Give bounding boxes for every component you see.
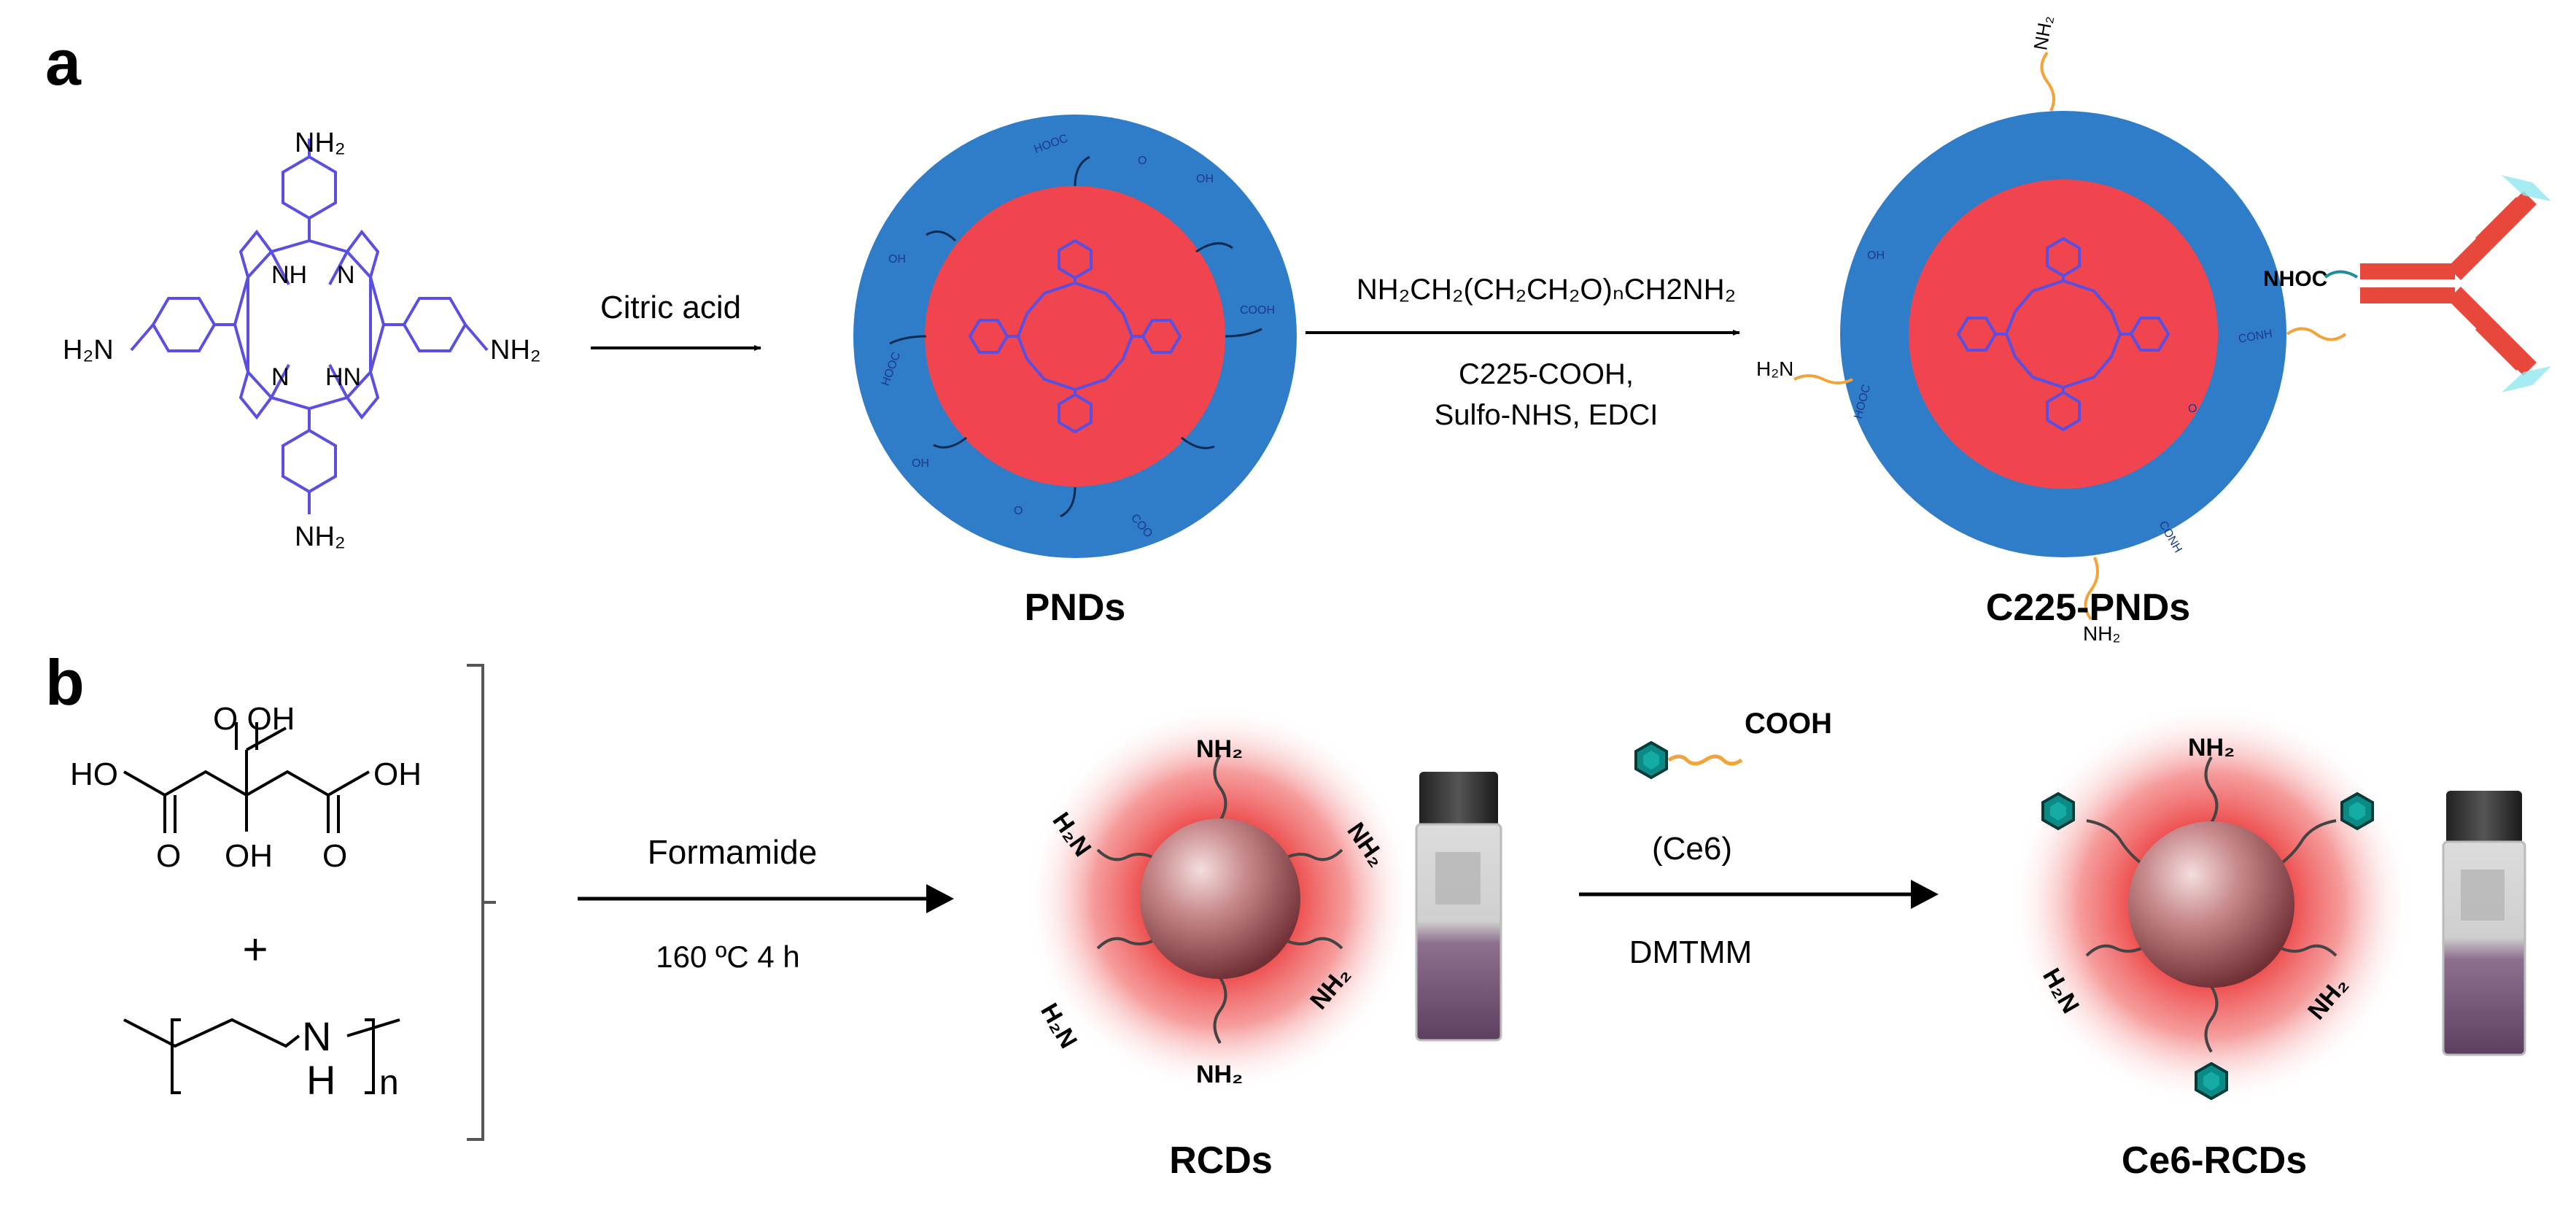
c225-amine-left: H₂N <box>1756 357 1793 380</box>
temperature-time-label: 160 ºC 4 h <box>656 940 799 974</box>
pnd-group-3: OH <box>912 457 929 470</box>
ce6-rcd-chains <box>2085 756 2338 1053</box>
pnd-group-4: OH <box>1196 173 1214 185</box>
pei-structure <box>123 1018 400 1094</box>
antibody-linkage: NHOC <box>2263 267 2327 291</box>
panel-a-letter: a <box>45 26 82 98</box>
pnd-particle <box>853 115 1297 558</box>
porphyrin-nh2-left: H₂N <box>63 335 114 365</box>
ce6-rcd-name: Ce6-RCDs <box>2122 1139 2307 1182</box>
porphyrin-n-upper: N <box>337 261 355 289</box>
citric-acid-ho-left: HO <box>70 756 118 792</box>
rcd-chains <box>1096 754 1343 1045</box>
dmtmm-label: DMTMM <box>1629 934 1753 970</box>
ce6-rcd-particle <box>2009 702 2414 1107</box>
rcd-name: RCDs <box>1169 1139 1273 1182</box>
c225-pnd-particle <box>1793 51 2347 621</box>
citric-acid-o-right: O <box>322 838 347 874</box>
ce6-hex-3 <box>2195 1062 2228 1100</box>
citric-acid-structure <box>123 722 370 833</box>
ce6-cooh-label: COOH <box>1745 708 1832 740</box>
porphyrin-nh2-bottom: NH₂ <box>295 522 346 552</box>
pnd-name: PNDs <box>1025 586 1126 629</box>
step2-reagent-line2: C225-COOH, <box>1459 358 1634 390</box>
ce6-label: (Ce6) <box>1652 831 1732 867</box>
pei-hydrogen: H <box>306 1057 335 1103</box>
ce6-rcd-vial <box>2442 791 2526 1056</box>
porphyrin-nh2-top: NH₂ <box>295 128 346 158</box>
reactant-bracket <box>467 664 484 1141</box>
pnd-group-6: O <box>1138 155 1147 167</box>
c225-amine-bottom: NH₂ <box>2083 622 2120 645</box>
rcd-vial <box>1415 772 1502 1042</box>
step2-reagent-main: NH₂CH₂(CH₂CH₂O)ₙCH2NH₂ <box>1357 274 1736 306</box>
porphyrin-nh2-right: NH₂ <box>490 335 541 365</box>
ce6-rcd-amine-top: NH₂ <box>2188 734 2235 762</box>
pnd-group-8: O <box>1014 505 1023 517</box>
arrowhead-b2 <box>1911 880 1939 909</box>
pnd-group-1: OH <box>888 253 906 266</box>
c225-amine-top: NH₂ <box>2029 14 2057 52</box>
c225-group-4: O <box>2188 403 2197 415</box>
pei-subscript-n: n <box>379 1064 399 1102</box>
pnd-group-5: COOH <box>1240 304 1275 317</box>
ce6-hex-1 <box>2041 792 2075 830</box>
c225-group-2: OH <box>1867 249 1885 262</box>
porphyrin-structure <box>130 139 489 514</box>
citric-acid-cooh-top: O OH <box>213 701 295 737</box>
c225-peg-linkers <box>1793 51 2347 621</box>
pei-nitrogen: N <box>302 1013 331 1059</box>
pnd-core-porphyrin <box>968 239 1182 434</box>
step2-reagent-line3: Sulfo-NHS, EDCI <box>1435 399 1659 431</box>
c225-antibody <box>2324 175 2551 392</box>
c225-pnd-name: C225-PNDs <box>1986 586 2190 629</box>
c225-core-porphyrin <box>1956 236 2170 432</box>
arrowhead-b1 <box>926 884 954 913</box>
ce6-hex-2 <box>2340 792 2374 830</box>
plus-sign: + <box>242 925 268 974</box>
c225-group-3: CONH <box>2157 519 2184 555</box>
porphyrin-nh-upper: NH <box>271 261 307 289</box>
citric-acid-o-left: O <box>156 838 181 874</box>
citric-acid-oh-center: OH <box>225 838 273 874</box>
formamide-label: Formamide <box>648 833 818 871</box>
rcd-amine-top: NH₂ <box>1196 735 1243 763</box>
rcd-amine-bottom: NH₂ <box>1196 1061 1243 1088</box>
ce6-molecule <box>1634 741 1743 779</box>
panel-b-letter: b <box>45 646 85 719</box>
citric-acid-label: Citric acid <box>600 290 741 325</box>
rcd-particle <box>1025 703 1416 1094</box>
porphyrin-hn-lower: HN <box>325 363 361 391</box>
pnd-surface-chains <box>889 155 1262 518</box>
porphyrin-n-lower: N <box>271 363 290 391</box>
citric-acid-oh-right: OH <box>373 756 422 792</box>
